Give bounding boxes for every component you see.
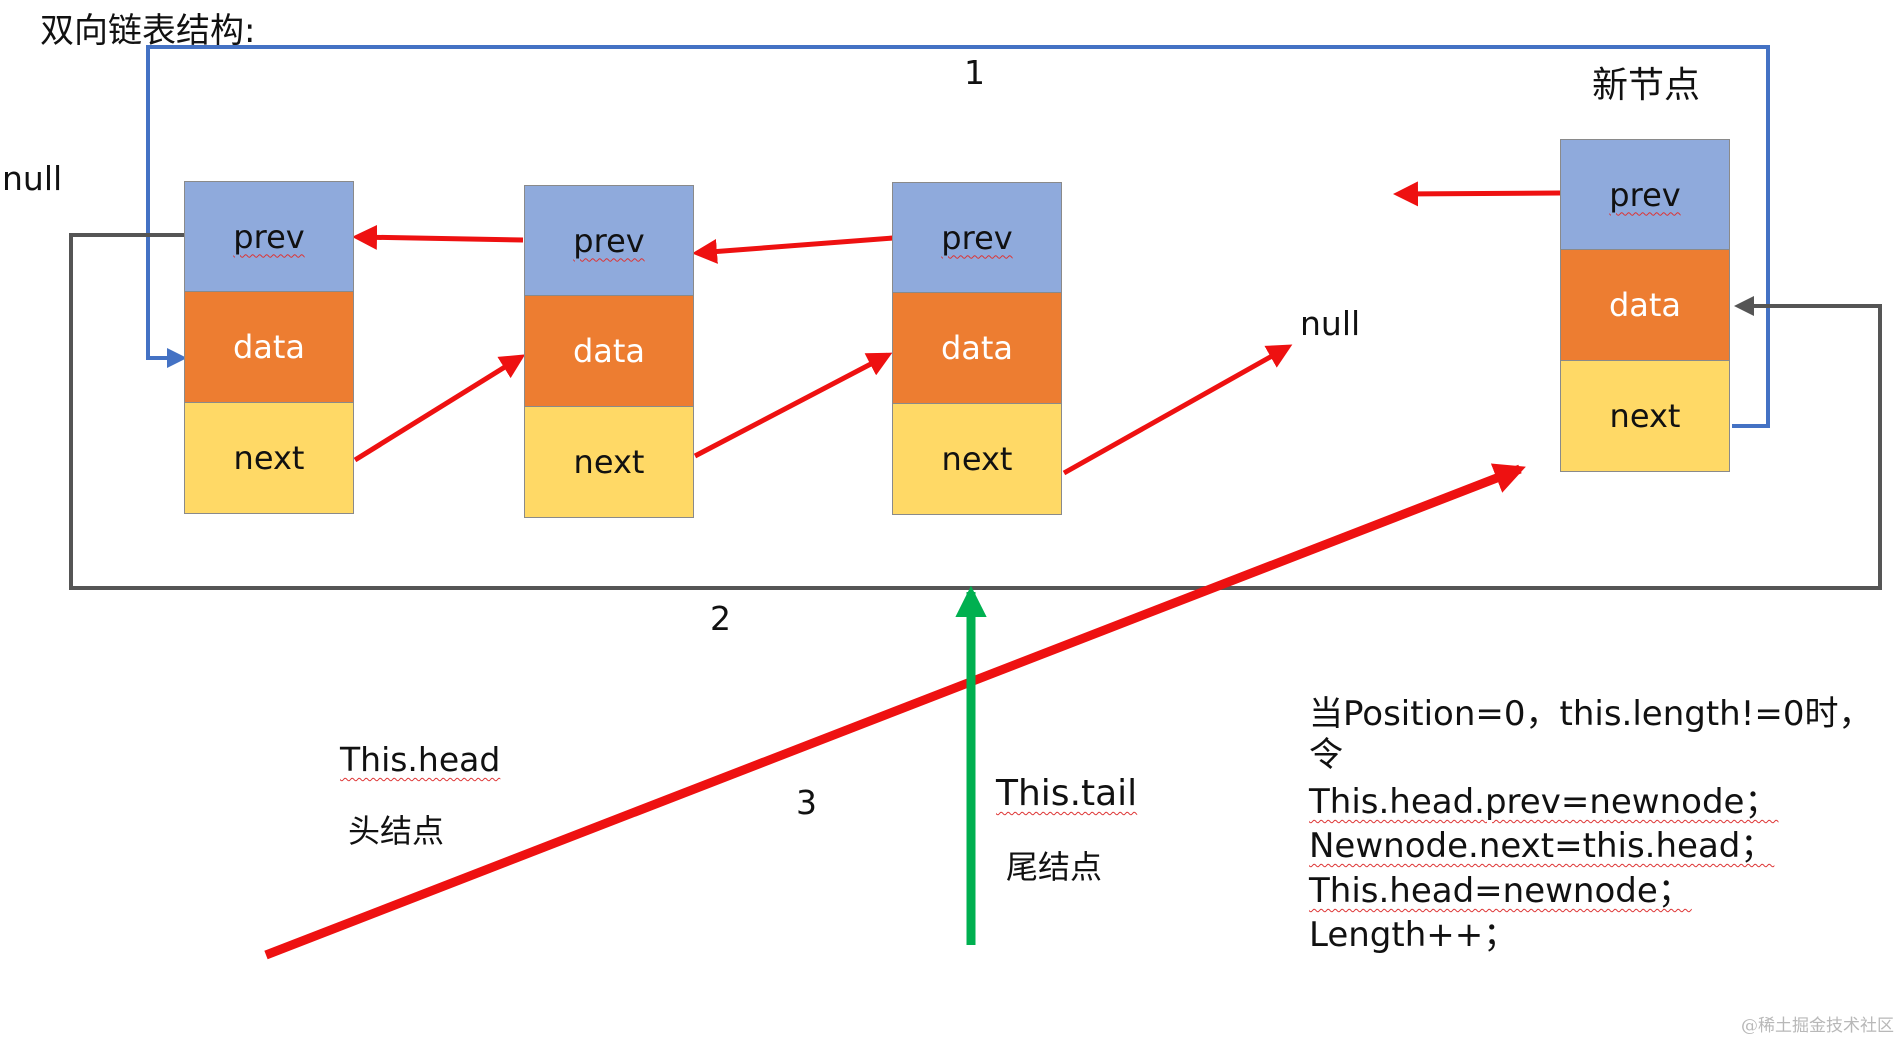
new-list-node: prev data next [1560, 139, 1730, 472]
list-node-1: prev data next [184, 181, 354, 514]
node-data-field: data [1560, 250, 1730, 361]
null-label-right: null [1300, 304, 1361, 343]
node-prev-field: prev [892, 182, 1062, 293]
node-data-label: data [572, 332, 646, 370]
node-data-field: data [524, 296, 694, 407]
node-prev-label: prev [573, 221, 645, 260]
next-arrow-3-null [1062, 344, 1293, 476]
node-prev-label: prev [1609, 175, 1681, 214]
node-next-label: next [573, 443, 645, 481]
node-next-field: next [1560, 361, 1730, 472]
code-line-1: 当Position=0，this.length!=0时， [1309, 694, 1873, 734]
watermark: @稀土掘金技术社区 [1741, 1016, 1894, 1036]
list-node-2: prev data next [524, 185, 694, 518]
node-next-field: next [184, 403, 354, 514]
node-data-field: data [892, 293, 1062, 404]
node-prev-field: prev [184, 181, 354, 292]
tail-code-label: This.tail [996, 773, 1138, 814]
node-data-label: data [1608, 286, 1682, 324]
node-next-field: next [892, 404, 1062, 515]
tail-caption: 尾结点 [1006, 848, 1103, 886]
head-caption: 头结点 [348, 812, 445, 850]
list-node-3: prev data next [892, 182, 1062, 515]
node-next-label: next [941, 440, 1013, 478]
prev-arrow-3-2 [692, 235, 894, 264]
node-next-field: next [524, 407, 694, 518]
prev-arrow-2-1 [352, 224, 524, 250]
node-data-label: data [940, 329, 1014, 367]
blue-connector-1 [146, 45, 1770, 428]
code-line-5: This.head=newnode； [1309, 871, 1692, 911]
prev-arrow-new [1393, 181, 1561, 207]
label-step-1: 1 [964, 53, 985, 92]
null-label-left: null [2, 159, 63, 198]
node-prev-label: prev [941, 218, 1013, 257]
next-arrow-1-2 [353, 354, 526, 463]
node-data-field: data [184, 292, 354, 403]
code-line-4: Newnode.next=this.head； [1309, 826, 1775, 866]
code-line-6: Length++； [1309, 915, 1518, 955]
next-arrow-2-3 [693, 352, 893, 459]
code-line-2: 令 [1309, 735, 1343, 775]
head-arrow-3 [264, 463, 1526, 960]
new-node-title: 新节点 [1592, 65, 1701, 106]
label-step-2: 2 [710, 599, 731, 638]
label-step-3: 3 [796, 783, 817, 822]
node-prev-field: prev [524, 185, 694, 296]
node-data-label: data [232, 328, 306, 366]
node-next-label: next [233, 439, 305, 477]
node-prev-field: prev [1560, 139, 1730, 250]
diagram-title: 双向链表结构: [40, 11, 256, 51]
node-next-label: next [1609, 397, 1681, 435]
head-code-label: This.head [340, 740, 501, 779]
node-prev-label: prev [233, 217, 305, 256]
code-line-3: This.head.prev=newnode； [1309, 782, 1779, 822]
